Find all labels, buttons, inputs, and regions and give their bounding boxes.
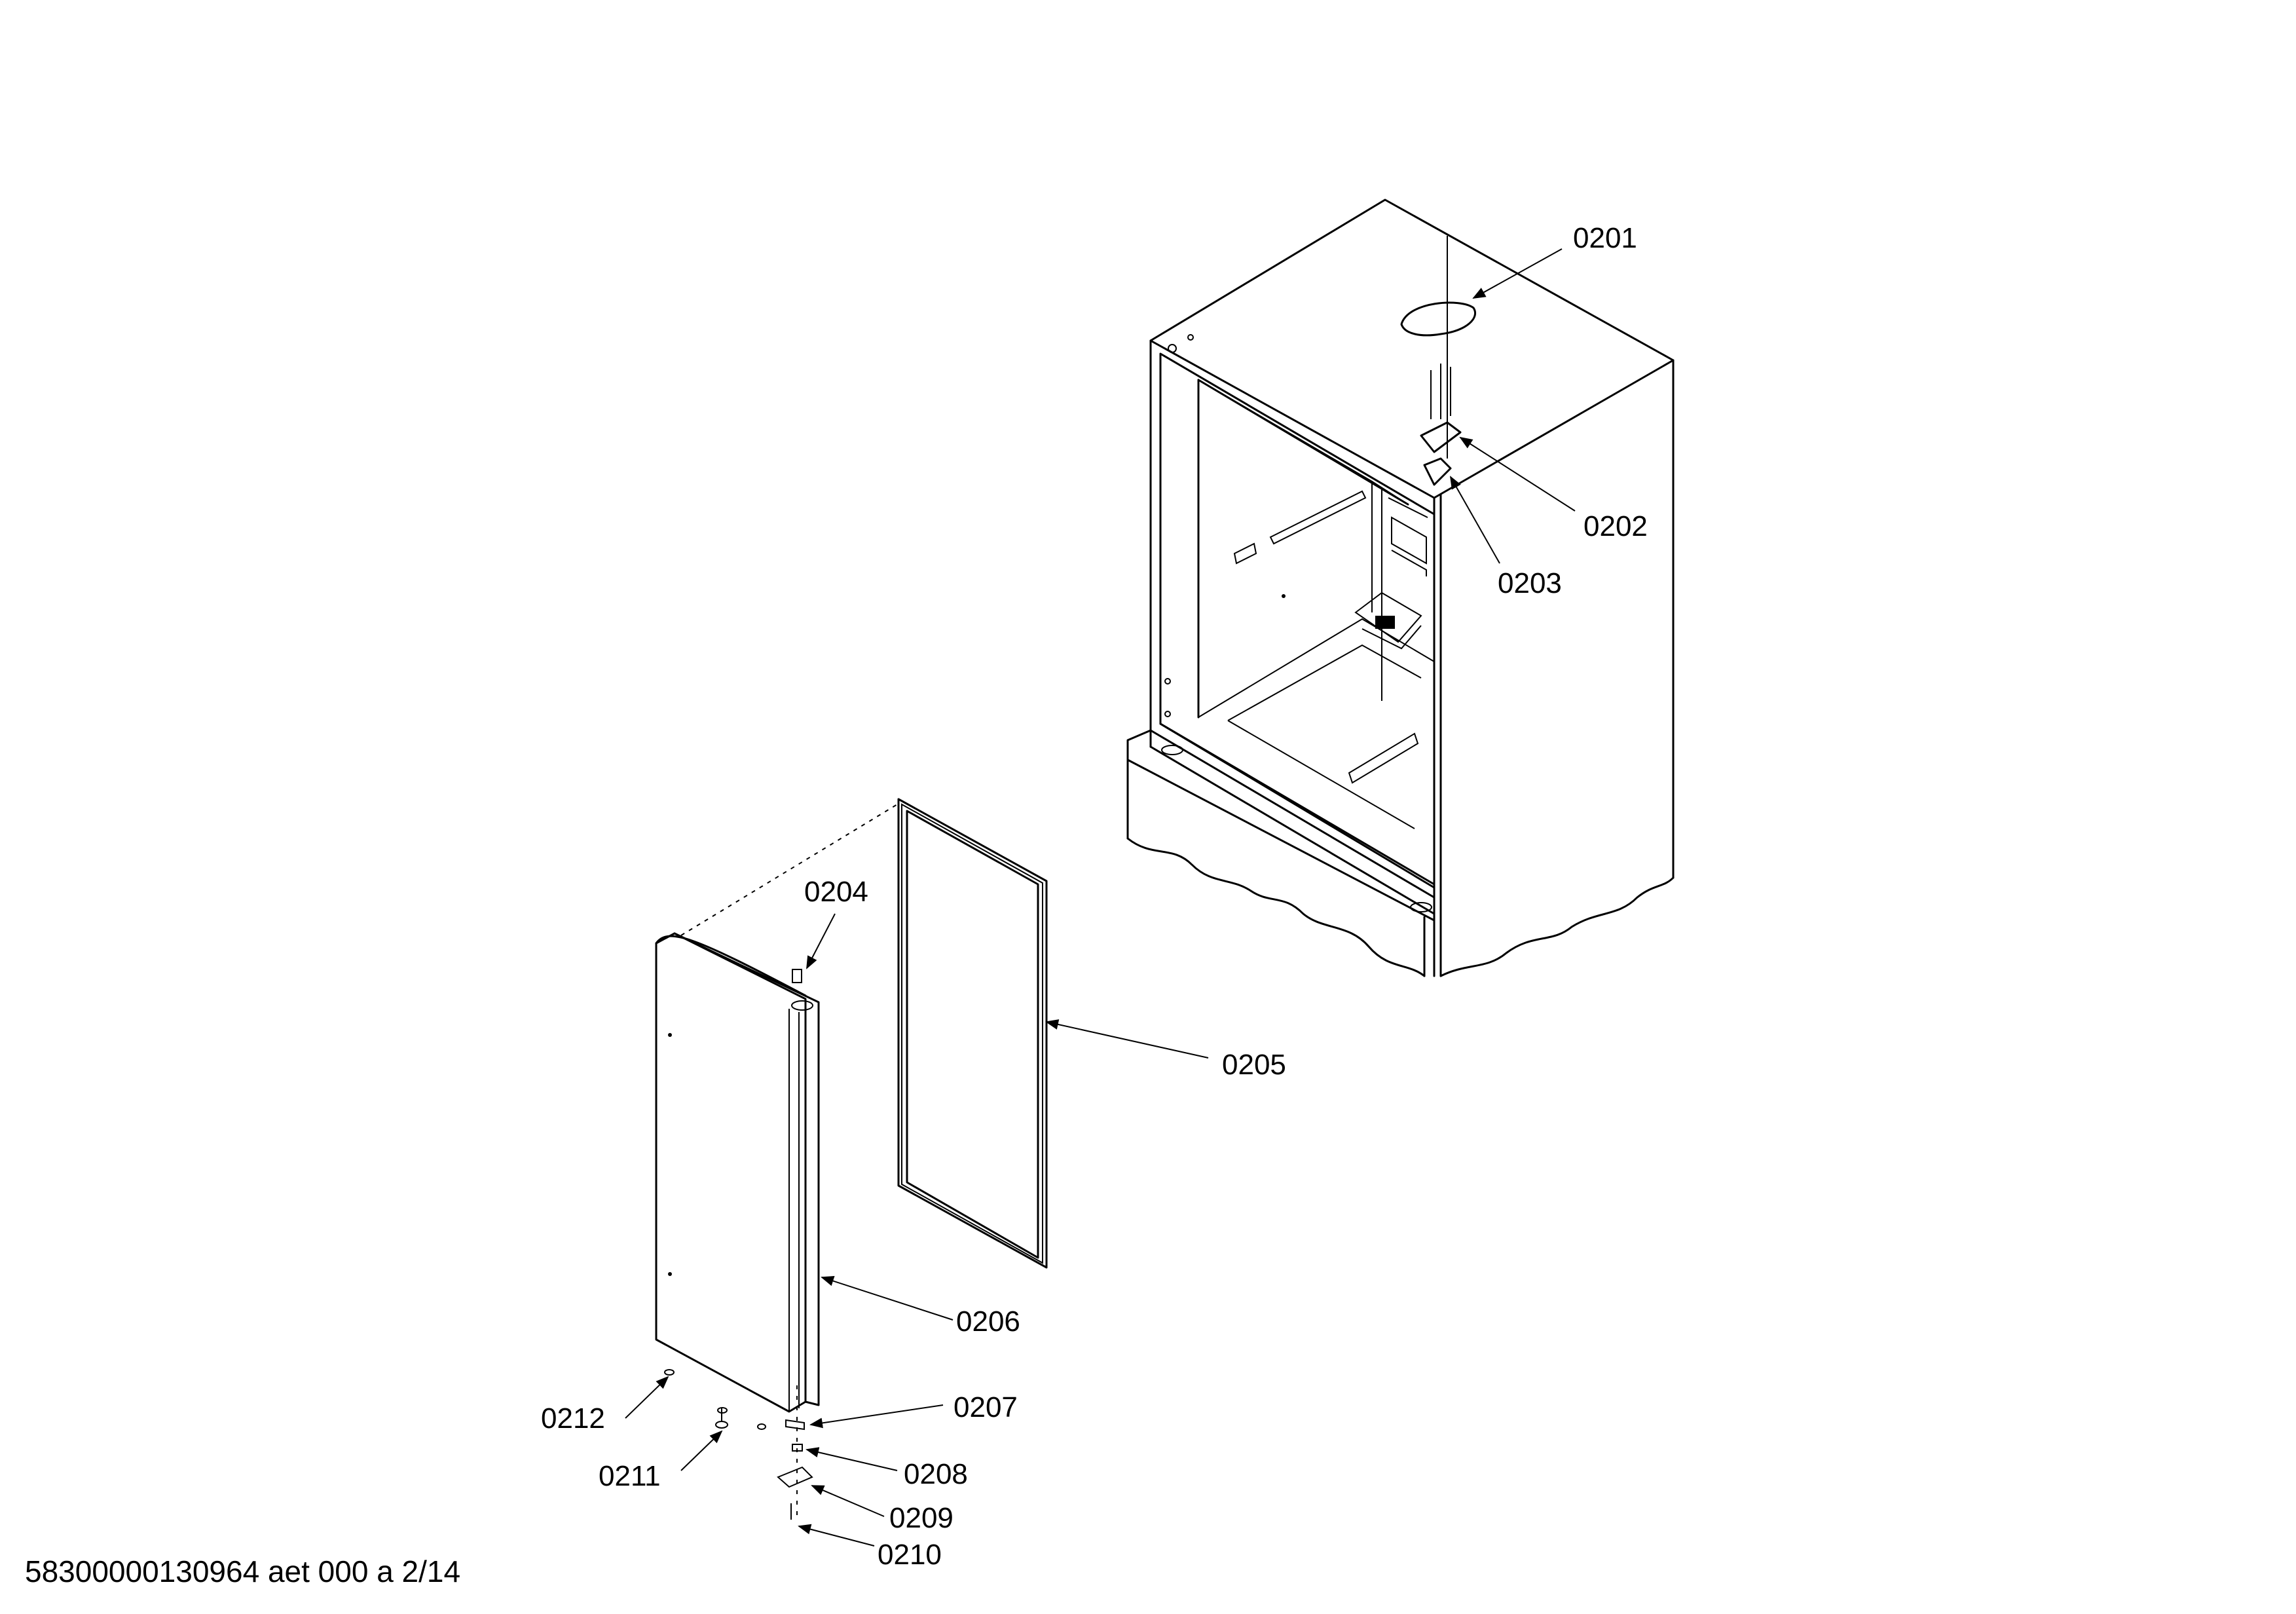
leader-lines: [625, 248, 1576, 1547]
refrigerator-cabinet: [1126, 198, 1675, 977]
callout-0212: 0212: [541, 1402, 605, 1435]
callout-0208: 0208: [904, 1458, 968, 1490]
callout-0211: 0211: [599, 1460, 661, 1492]
hinge-small-parts: [664, 969, 813, 1520]
callout-0205: 0205: [1222, 1049, 1286, 1081]
callout-0209: 0209: [889, 1502, 954, 1534]
callout-0204: 0204: [804, 876, 868, 908]
document-footer-code: 58300000130964 aet 000 a 2/14: [25, 1554, 461, 1588]
callout-0206: 0206: [956, 1305, 1020, 1338]
callout-0203: 0203: [1498, 567, 1562, 599]
callout-0207: 0207: [954, 1391, 1018, 1423]
callout-labels: 0201 0202 0203 0204 0205 0206 0207 0208 …: [541, 222, 1648, 1571]
callout-0210: 0210: [878, 1539, 942, 1571]
callout-0201: 0201: [1573, 222, 1637, 254]
door-panel: [655, 802, 901, 1413]
door-gasket: [897, 798, 1048, 1269]
top-hinge-assembly: [1400, 236, 1476, 486]
callout-0202: 0202: [1583, 510, 1648, 542]
